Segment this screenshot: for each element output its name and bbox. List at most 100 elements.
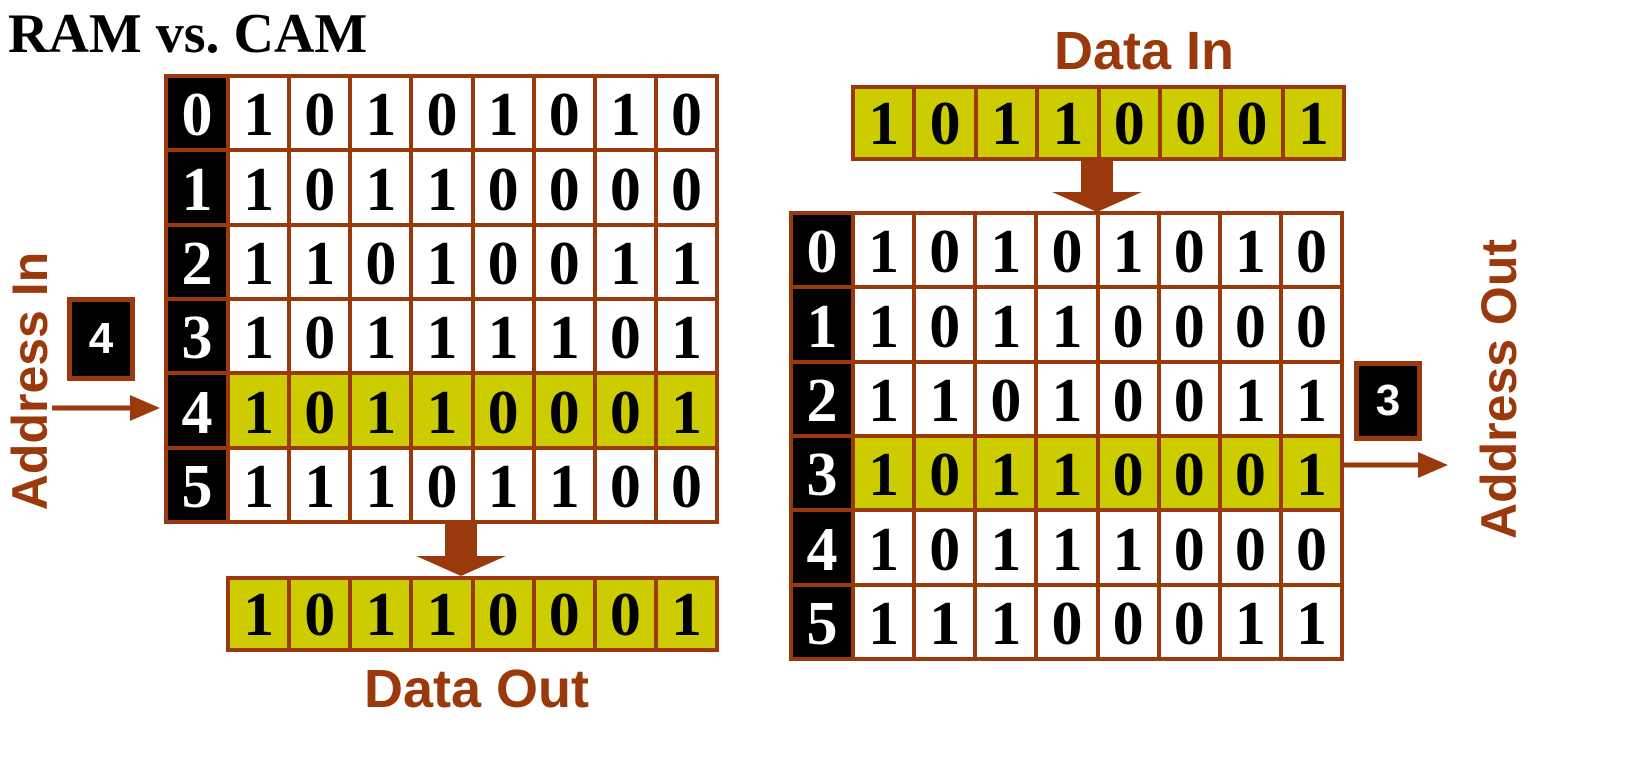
bit-cell: 0: [413, 449, 471, 520]
data-in-label: Data In: [1054, 21, 1235, 81]
highlighted-bit-cell: 1: [413, 375, 471, 446]
bit-cell: 1: [230, 152, 288, 223]
row-index-cell: 1: [168, 152, 226, 223]
highlighted-bit-cell: 0: [474, 375, 532, 446]
bit-cell: 1: [1284, 89, 1342, 157]
bit-cell: 1: [413, 152, 471, 223]
bit-cell: 0: [1100, 89, 1158, 157]
bit-cell: 0: [1161, 89, 1220, 157]
highlighted-bit-cell: 1: [230, 375, 288, 446]
bit-cell: 0: [596, 301, 654, 372]
bit-cell: 0: [535, 580, 593, 648]
row-index-cell: 5: [793, 586, 851, 657]
bit-cell: 0: [474, 580, 532, 648]
bit-cell: 0: [1038, 586, 1096, 657]
bit-cell: 1: [1038, 363, 1096, 434]
data-out-label: Data Out: [364, 659, 590, 719]
bit-cell: 1: [413, 226, 471, 297]
bit-cell: 1: [855, 289, 913, 360]
bit-cell: 0: [1160, 215, 1218, 286]
bit-cell: 1: [1039, 89, 1097, 157]
address-in-label: Address In: [2, 251, 58, 511]
bit-cell: 1: [657, 226, 715, 297]
bit-cell: 0: [291, 580, 349, 648]
highlighted-bit-cell: 1: [352, 375, 410, 446]
cam-address-out-arrow: [1344, 452, 1448, 478]
bit-cell: 0: [1282, 215, 1340, 286]
bit-cell: 1: [1221, 363, 1279, 434]
bit-cell: 0: [657, 449, 715, 520]
bit-cell: 1: [855, 89, 913, 157]
address-out-label: Address Out: [1471, 238, 1527, 540]
ram-address-in-box: 4: [67, 297, 135, 381]
row-index-cell: 4: [793, 512, 851, 583]
bit-cell: 0: [1160, 363, 1218, 434]
bit-cell: 0: [535, 152, 593, 223]
bit-cell: 1: [657, 580, 715, 648]
highlighted-bit-cell: 0: [1221, 438, 1279, 509]
bit-cell: 0: [1282, 289, 1340, 360]
bit-cell: 0: [1221, 512, 1279, 583]
bit-cell: 1: [352, 449, 410, 520]
page-title: RAM vs. CAM: [8, 3, 368, 65]
bit-cell: 0: [1099, 289, 1157, 360]
ram-data-out-arrow: [416, 524, 506, 576]
row-index-cell: 1: [793, 289, 851, 360]
bit-cell: 1: [596, 226, 654, 297]
row-index-cell: 0: [793, 215, 851, 286]
bit-cell: 1: [855, 363, 913, 434]
bit-cell: 0: [1221, 289, 1279, 360]
bit-cell: 1: [1099, 512, 1157, 583]
cam-address-out-box: 3: [1354, 361, 1422, 441]
bit-cell: 0: [1038, 215, 1096, 286]
highlighted-bit-cell: 1: [1038, 438, 1096, 509]
bit-cell: 1: [230, 301, 288, 372]
highlighted-bit-cell: 1: [657, 375, 715, 446]
highlighted-bit-cell: 0: [596, 375, 654, 446]
bit-cell: 1: [535, 301, 593, 372]
row-index-cell: 3: [793, 438, 851, 509]
bit-cell: 0: [352, 226, 410, 297]
bit-cell: 1: [1282, 586, 1340, 657]
bit-cell: 1: [596, 78, 654, 149]
bit-cell: 0: [535, 226, 593, 297]
bit-cell: 0: [977, 363, 1035, 434]
bit-cell: 1: [291, 226, 349, 297]
highlighted-bit-cell: 1: [1282, 438, 1340, 509]
bit-cell: 0: [657, 78, 715, 149]
highlighted-bit-cell: 1: [855, 438, 913, 509]
bit-cell: 1: [977, 289, 1035, 360]
bit-cell: 0: [1099, 363, 1157, 434]
bit-cell: 1: [855, 512, 913, 583]
bit-cell: 0: [1160, 289, 1218, 360]
bit-cell: 0: [657, 152, 715, 223]
bit-cell: 1: [977, 215, 1035, 286]
bit-cell: 0: [291, 301, 349, 372]
bit-cell: 1: [657, 301, 715, 372]
bit-cell: 1: [413, 580, 471, 648]
bit-cell: 0: [596, 152, 654, 223]
highlighted-bit-cell: 1: [977, 438, 1035, 509]
row-index-cell: 2: [793, 363, 851, 434]
bit-cell: 0: [1160, 586, 1218, 657]
bit-cell: 0: [1160, 512, 1218, 583]
bit-cell: 0: [1282, 512, 1340, 583]
bit-cell: 1: [474, 78, 532, 149]
bit-cell: 0: [474, 226, 532, 297]
bit-cell: 1: [855, 215, 913, 286]
bit-cell: 1: [1038, 289, 1096, 360]
bit-cell: 1: [230, 580, 288, 648]
bit-cell: 1: [474, 301, 532, 372]
bit-cell: 1: [291, 449, 349, 520]
row-index-cell: 5: [168, 449, 226, 520]
bit-cell: 0: [596, 580, 654, 648]
bit-cell: 1: [916, 363, 974, 434]
cam-data-in-arrow: [1052, 160, 1142, 212]
row-index-cell: 4: [168, 375, 226, 446]
bit-cell: 1: [855, 586, 913, 657]
bit-cell: 1: [230, 449, 288, 520]
bit-cell: 0: [291, 78, 349, 149]
